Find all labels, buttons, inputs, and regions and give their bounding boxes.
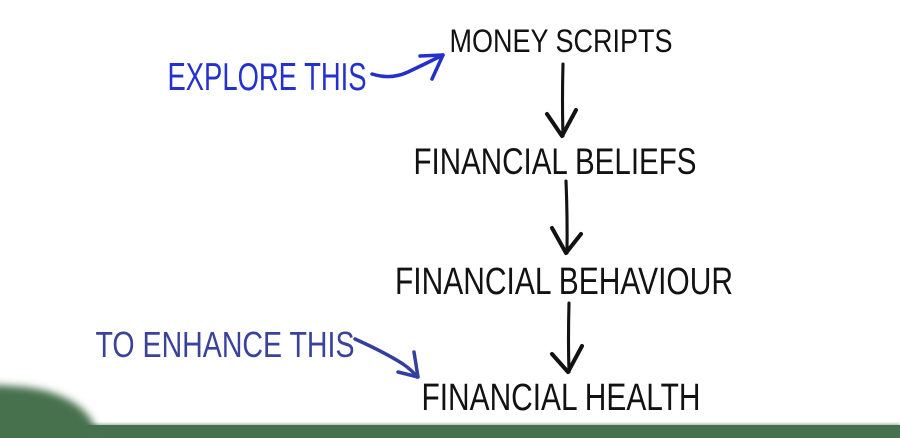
svg-text:FINANCIAL HEALTH: FINANCIAL HEALTH [422, 377, 701, 419]
svg-text:EXPLORE THIS: EXPLORE THIS [168, 56, 367, 99]
svg-text:MONEY SCRIPTS: MONEY SCRIPTS [450, 23, 673, 59]
svg-text:FINANCIAL BELIEFS: FINANCIAL BELIEFS [414, 141, 697, 182]
svg-text:TO ENHANCE THIS: TO ENHANCE THIS [96, 324, 355, 365]
svg-text:FINANCIAL BEHAVIOUR: FINANCIAL BEHAVIOUR [395, 261, 733, 303]
